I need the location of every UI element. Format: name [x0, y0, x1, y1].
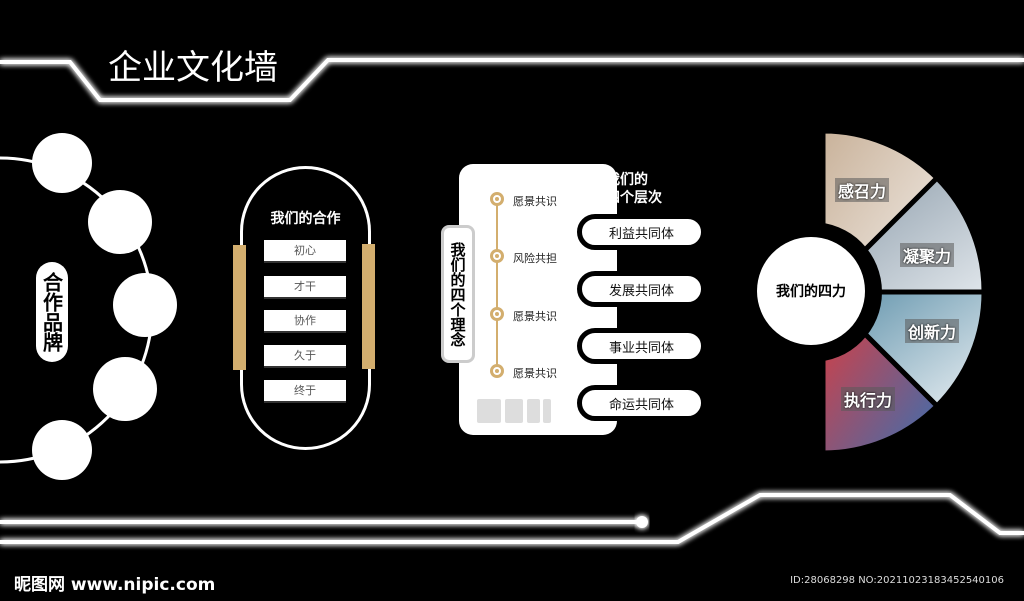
bottom-circuit-line-2: [0, 493, 1024, 544]
power-label: 创新力: [905, 319, 960, 343]
watermark-id: ID:28068298 NO:20211023183452540106: [790, 575, 1004, 586]
timeline-dot: [490, 192, 504, 206]
cooperation-item: 久于: [264, 345, 346, 366]
timeline-dot: [490, 364, 504, 378]
concept-item: 风险共担: [513, 252, 557, 265]
timeline-dot: [490, 249, 504, 263]
circuit-node: [636, 516, 648, 528]
concept-item: 愿景共识: [513, 367, 557, 380]
cooperation-item: 初心: [264, 240, 346, 261]
concept-item: 愿景共识: [513, 310, 557, 323]
page-title: 企业文化墙: [108, 48, 278, 88]
power-label: 凝聚力: [900, 243, 955, 267]
power-label: 感召力: [835, 178, 890, 202]
timeline-line: [496, 198, 498, 371]
level-item: 事业共同体: [577, 328, 706, 364]
brand-circles: [32, 133, 177, 480]
level-item: 利益共同体: [577, 214, 706, 250]
levels-title-line2: 四个层次: [606, 190, 662, 206]
concept-item: 愿景共识: [513, 195, 557, 208]
decor-block: [477, 399, 501, 423]
brand-label: 合作品牌: [36, 262, 68, 362]
watermark-site: 昵图网 www.nipic.com: [14, 575, 216, 595]
gold-bar-right: [362, 244, 375, 369]
decor-block: [527, 399, 540, 423]
level-item: 命运共同体: [577, 385, 706, 421]
decor-block: [505, 399, 523, 423]
powers-center: 我们的四力: [757, 237, 865, 345]
level-item: 发展共同体: [577, 271, 706, 307]
levels-title: 我们的 四个层次: [606, 171, 662, 207]
gold-bar-left: [233, 245, 246, 370]
cooperation-item: 才干: [264, 276, 346, 297]
cooperation-item: 协作: [264, 310, 346, 331]
timeline-dot: [490, 307, 504, 321]
decor-block: [543, 399, 551, 423]
levels-title-line1: 我们的: [606, 172, 648, 188]
cooperation-title: 我们的合作: [270, 211, 341, 227]
concepts-label: 我们的四个理念: [441, 225, 475, 363]
top-circuit-line: [0, 58, 1024, 102]
power-label: 执行力: [841, 387, 896, 411]
cooperation-item: 终于: [264, 380, 346, 401]
